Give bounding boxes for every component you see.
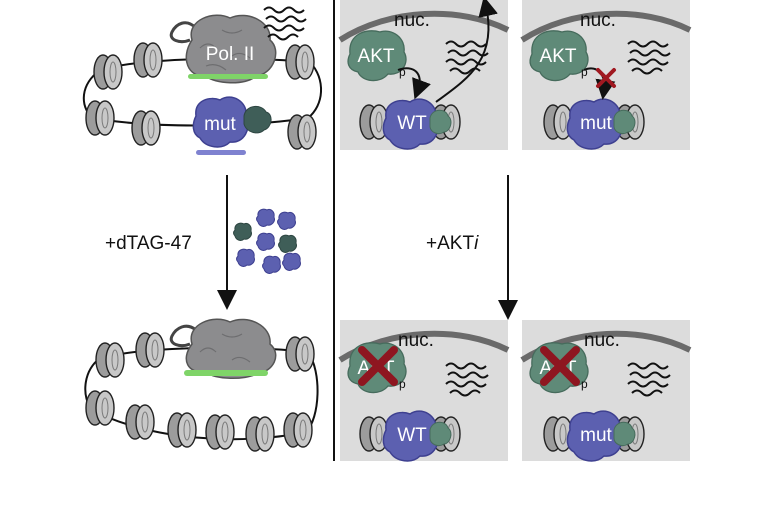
degraded-fragments: [233, 208, 301, 274]
akti-treatment-label: +AKTi: [426, 233, 479, 254]
cell-top-mut: nuc. AKT p mut: [520, 0, 692, 150]
phospho-label: p: [581, 65, 588, 79]
nucleosome-icon: [285, 336, 315, 372]
right-panel: nuc. AKT p WT nuc. AKT p mut: [338, 0, 692, 462]
nucleosome-icon: [287, 114, 317, 150]
mut-protein: mut: [192, 96, 272, 155]
cell-bottom-mut: nuc. AKT p mut: [520, 320, 692, 462]
nucleosome-icon: [95, 342, 125, 378]
mrna-squiggle-icon: [263, 6, 307, 41]
nucleosome-icon: [85, 390, 115, 426]
mut-label: mut: [204, 114, 236, 135]
nucleosome-icon: [125, 404, 155, 440]
pol2-label: Pol. II: [206, 44, 255, 65]
green-mark: [188, 74, 268, 79]
akt-label: AKT: [358, 46, 395, 67]
mut-label: mut: [580, 425, 612, 446]
nucleus-label: nuc.: [394, 10, 430, 31]
wt-label: WT: [397, 425, 427, 446]
cell-top-wt: nuc. AKT p WT: [338, 0, 510, 150]
nucleosome-icon: [245, 416, 275, 452]
pol2-complex: Pol. II: [169, 14, 277, 84]
nucleosome-icon: [93, 54, 123, 90]
nucleosome-icon: [133, 42, 163, 78]
nucleosome-icon: [283, 412, 313, 448]
wt-label: WT: [397, 113, 427, 134]
nucleosome-icon: [285, 44, 315, 80]
inhibition-x-icon: [596, 68, 616, 88]
phospho-label: p: [581, 377, 588, 391]
nucleosome-icon: [131, 110, 161, 146]
nucleosome-icon: [167, 412, 197, 448]
curved-arrow-icon: [435, 0, 498, 103]
cell-bottom-wt: nuc. AKT p WT: [338, 320, 510, 462]
nucleosome-icon: [85, 100, 115, 136]
akt-label: AKT: [540, 46, 577, 67]
left-panel: Pol. II mut +dTAG-47: [82, 6, 323, 452]
nucleosome-icon: [135, 332, 165, 368]
dtag-treatment-label: +dTAG-47: [105, 233, 192, 254]
nucleus-label: nuc.: [398, 330, 434, 351]
mut-label: mut: [580, 113, 612, 134]
nucleosome-icon: [205, 414, 235, 450]
phospho-label: p: [399, 65, 406, 79]
pol2-complex-bottom: [169, 318, 277, 379]
nucleus-label: nuc.: [580, 10, 616, 31]
nucleus-label: nuc.: [584, 330, 620, 351]
curved-arrow-icon: [397, 67, 431, 100]
phospho-label: p: [399, 377, 406, 391]
